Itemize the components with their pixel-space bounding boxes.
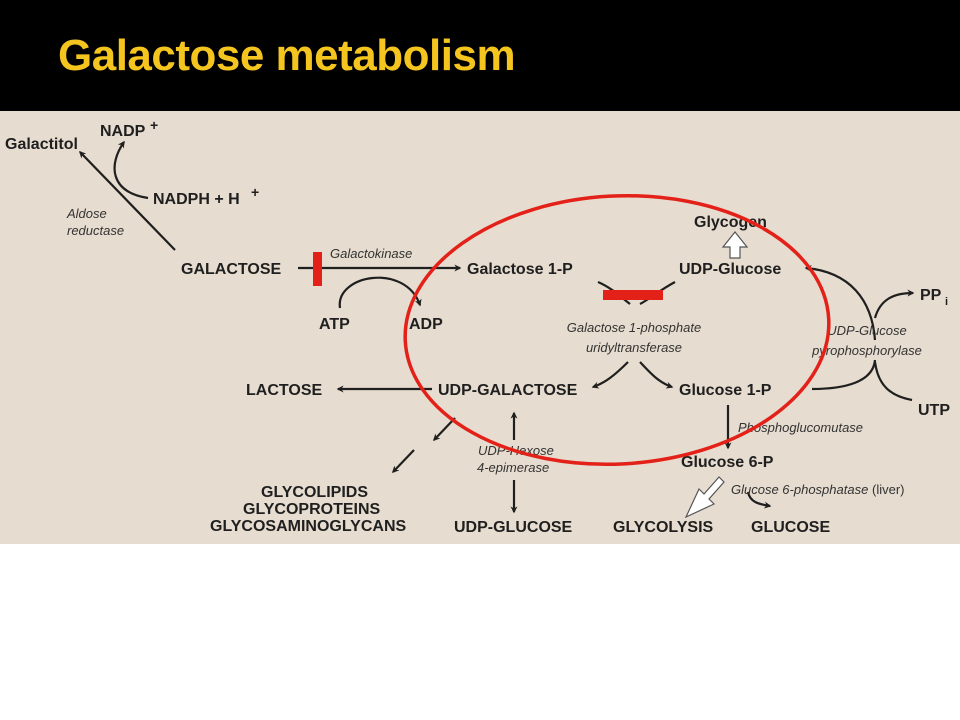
arrow-galactose-to-galactitol <box>79 150 176 251</box>
arrow-nadph-to-nadp <box>113 140 149 200</box>
label-galactokinase: Galactokinase <box>330 246 412 261</box>
label-glucose: GLUCOSE <box>751 519 830 536</box>
label-glycolipids: GLYCOLIPIDS <box>261 484 368 501</box>
label-phosphoglucomutase: Phosphoglucomutase <box>738 420 863 435</box>
label-adp: ADP <box>409 316 443 333</box>
diagram-background <box>0 111 960 544</box>
label-nadph-superscript: + <box>251 184 259 200</box>
label-galactitol: Galactitol <box>5 136 78 153</box>
label-nadph: NADPH + H <box>153 191 240 208</box>
label-glycogen: Glycogen <box>694 214 767 231</box>
label-atp: ATP <box>319 316 350 333</box>
label-ppi: PP <box>920 287 942 304</box>
arrow-to-glycocompounds-1 <box>433 417 456 442</box>
label-aldose-reductase-line1: Aldose <box>66 206 107 221</box>
galactokinase-block-marker <box>313 252 322 286</box>
label-lactose: LACTOSE <box>246 382 322 399</box>
label-transferase-line2: uridyltransferase <box>586 340 682 355</box>
arrow-transferase-to-glucose-1p <box>639 361 674 389</box>
label-aldose-reductase-line2: reductase <box>67 223 124 238</box>
label-nadp-superscript: + <box>150 117 158 133</box>
label-utp: UTP <box>918 402 950 419</box>
label-udp-galactose: UDP-GALACTOSE <box>438 382 578 399</box>
arrow-transferase-to-udp-galactose <box>591 361 629 389</box>
metabolite-labels: Galactitol NADP + NADPH + H + GALACTOSE … <box>5 117 950 536</box>
arrow-pyrophosphorylase-to-glucose-1p <box>811 359 877 391</box>
label-glycolysis: GLYCOLYSIS <box>613 519 714 536</box>
arrow-glucose-6p-to-glucose <box>746 491 772 509</box>
hollow-arrow-to-glycolysis <box>684 476 725 519</box>
title-bar: Galactose metabolism <box>0 0 960 111</box>
label-pyrophosphorylase-line1: UDP-Glucose <box>827 323 906 338</box>
label-glycoproteins: GLYCOPROTEINS <box>243 501 381 518</box>
label-ppi-subscript: i <box>945 296 948 308</box>
transferase-block-marker <box>603 290 663 300</box>
label-glucose-6-phosphatase-note: (liver) <box>872 482 905 497</box>
label-epimerase-line2: 4-epimerase <box>477 460 549 475</box>
label-glycosaminoglycans: GLYCOSAMINOGLYCANS <box>210 518 407 535</box>
enzyme-labels: Aldose reductase Galactokinase Galactose… <box>66 206 922 497</box>
arrow-utp <box>873 361 913 402</box>
arrow-atp-to-adp <box>338 276 422 309</box>
label-glucose-1p: Glucose 1-P <box>679 382 772 399</box>
arrow-to-ppi <box>873 289 915 319</box>
label-glucose-6-phosphatase: Glucose 6-phosphatase <box>731 482 868 497</box>
label-nadp: NADP <box>100 123 146 140</box>
hollow-arrow-to-glycogen <box>721 231 749 259</box>
arrow-pyrophosphorylase-to-udp-glucose <box>804 265 877 341</box>
label-galactose-1p: Galactose 1-P <box>467 261 573 278</box>
label-pyrophosphorylase-line2: pyrophosphorylase <box>811 343 922 358</box>
highlight-ellipse <box>403 193 831 467</box>
label-transferase-line1: Galactose 1-phosphate <box>567 320 701 335</box>
label-galactose: GALACTOSE <box>181 261 281 278</box>
label-udp-glucose: UDP-Glucose <box>679 261 781 278</box>
slide-title: Galactose metabolism <box>58 31 516 80</box>
label-glucose-6p: Glucose 6-P <box>681 454 774 471</box>
arrow-to-glycocompounds-2 <box>392 449 415 474</box>
label-udp-glucose-caps: UDP-GLUCOSE <box>454 519 573 536</box>
